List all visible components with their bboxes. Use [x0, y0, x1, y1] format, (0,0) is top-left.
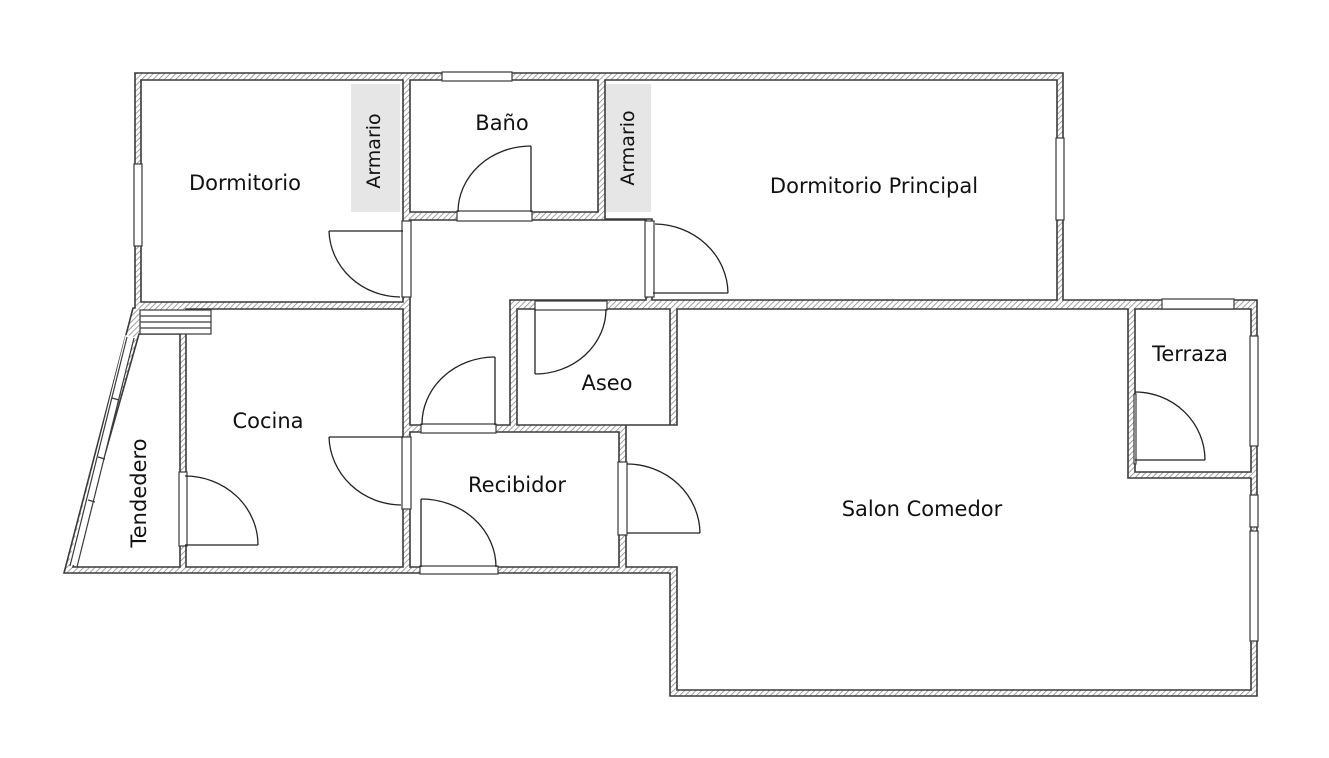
- door-entrada: [420, 498, 497, 568]
- doors: [184, 145, 1206, 568]
- wall-mass: [62, 72, 1258, 697]
- window-dormitorio: [133, 163, 143, 247]
- door-gap-aseo: [534, 300, 608, 311]
- window-salon-upper: [1249, 494, 1259, 528]
- label-dormitorio-principal: Dormitorio Principal: [770, 174, 978, 198]
- label-armario-right: Armario: [617, 110, 639, 185]
- door-gap-tendedero: [178, 471, 188, 547]
- label-aseo: Aseo: [581, 371, 632, 395]
- door-gap-pasillo: [420, 423, 497, 434]
- window-dormitorio-principal: [1055, 137, 1065, 221]
- door-cocina: [328, 436, 403, 506]
- vent-grille: [139, 309, 212, 335]
- closets: [351, 84, 651, 212]
- door-gap-entrada: [419, 565, 499, 575]
- door-dormitorio-principal: [653, 223, 729, 294]
- openings: [133, 71, 1259, 642]
- door-recibidor-salon: [626, 463, 701, 534]
- label-recibidor: Recibidor: [468, 473, 566, 497]
- label-tendedero: Tendedero: [127, 438, 151, 548]
- door-gap-bano: [456, 210, 533, 222]
- label-armario-left: Armario: [363, 113, 385, 188]
- label-cocina: Cocina: [232, 409, 303, 433]
- door-dormitorio: [328, 230, 403, 298]
- door-aseo: [534, 308, 607, 375]
- label-salon-comedor: Salon Comedor: [842, 497, 1003, 521]
- door-gap-dormitorio-principal: [644, 220, 655, 298]
- door-bano: [457, 145, 532, 213]
- label-dormitorio: Dormitorio: [189, 171, 301, 195]
- window-salon-lower: [1249, 530, 1259, 642]
- door-tendedero: [184, 475, 259, 546]
- closet-left: [351, 84, 400, 212]
- window-bano: [441, 71, 513, 82]
- room-labels: Dormitorio Baño Dormitorio Principal Coc…: [127, 110, 1228, 548]
- window-terraza-side: [1249, 335, 1259, 447]
- door-gap-terraza: [1133, 393, 1137, 465]
- door-gap-cocina: [401, 436, 412, 510]
- tendedero-window: [68, 334, 135, 568]
- door-terraza: [1134, 391, 1206, 461]
- door-pasillo: [421, 356, 496, 426]
- walls: [62, 72, 1258, 697]
- closet-right: [606, 84, 651, 212]
- label-bano: Baño: [475, 111, 528, 135]
- door-gap-dormitorio: [401, 220, 412, 298]
- window-terraza-top: [1161, 298, 1235, 310]
- door-gap-recibidor-salon: [617, 461, 628, 536]
- label-terraza: Terraza: [1151, 342, 1228, 366]
